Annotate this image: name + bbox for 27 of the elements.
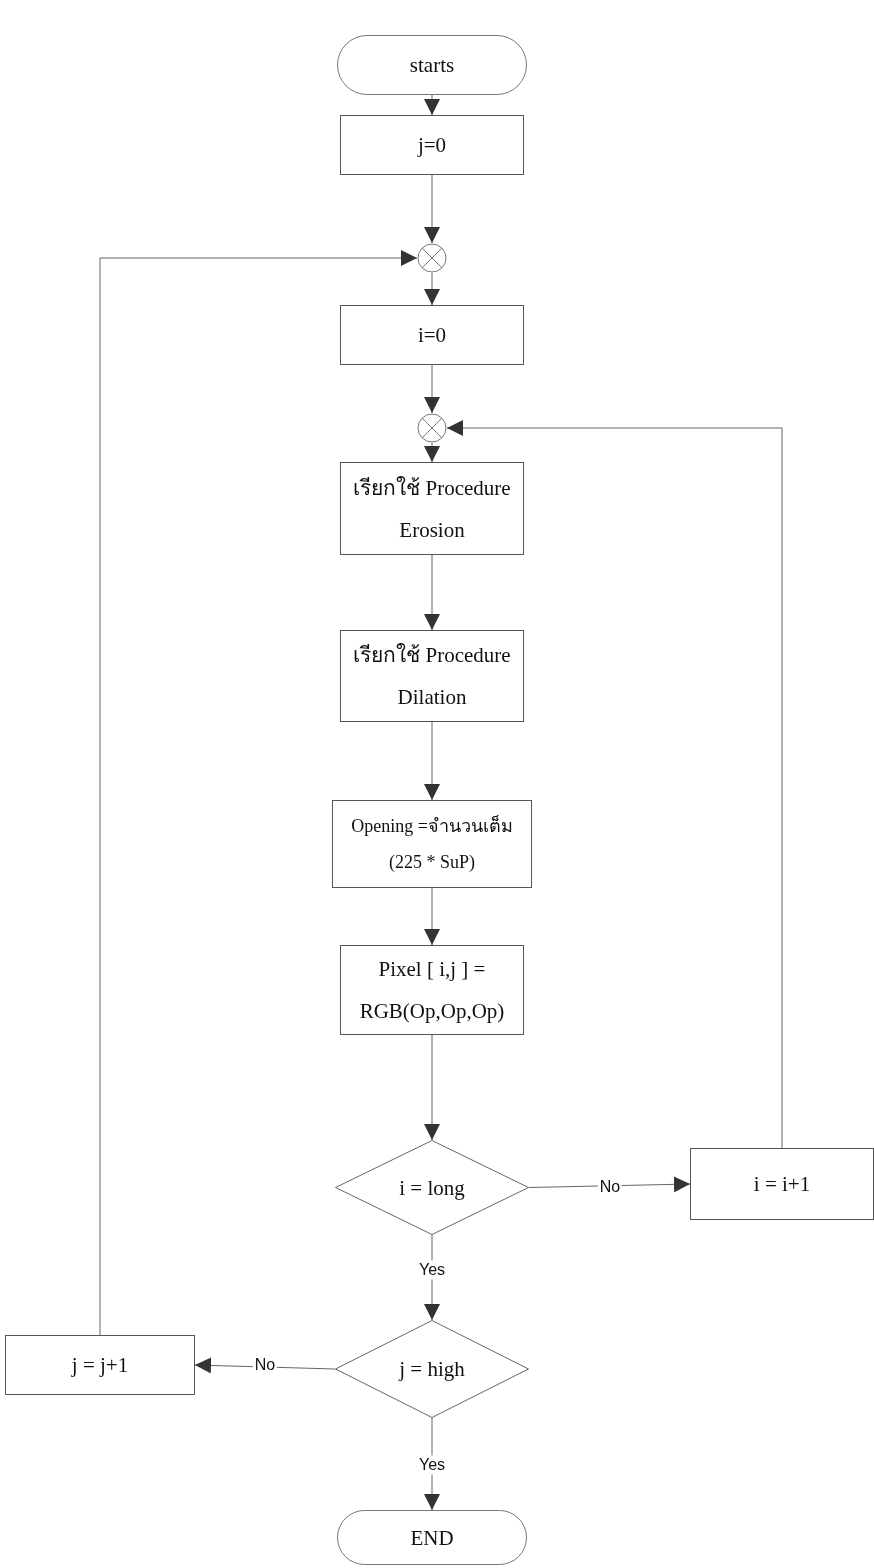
arrow — [424, 887, 440, 946]
arrow — [424, 442, 440, 463]
decision-diamond: j = high — [335, 1320, 529, 1418]
arrow — [424, 272, 440, 306]
arrow — [424, 94, 440, 116]
edge-label: Yes — [416, 1455, 448, 1475]
arrow — [446, 420, 783, 1149]
arrow — [424, 1034, 440, 1141]
arrow — [424, 721, 440, 801]
arrow — [424, 364, 440, 414]
process-box: Opening =จำนวนเต็ม (225 * SuP) — [332, 800, 532, 888]
process-box: j=0 — [340, 115, 524, 175]
decision-diamond: i = long — [335, 1140, 529, 1235]
connector-circle — [417, 413, 447, 443]
arrow — [99, 250, 418, 1336]
process-box: เรียกใช้ Procedure Erosion — [340, 462, 524, 555]
arrow — [424, 554, 440, 631]
process-box: i=0 — [340, 305, 524, 365]
process-box: i = i+1 — [690, 1148, 874, 1220]
arrow — [424, 174, 440, 244]
terminal-shape: END — [337, 1510, 527, 1565]
terminal-shape: starts — [337, 35, 527, 95]
process-box: j = j+1 — [5, 1335, 195, 1395]
connector-circle — [417, 243, 447, 273]
process-box: Pixel [ i,j ] = RGB(Op,Op,Op) — [340, 945, 524, 1035]
edge-label: Yes — [416, 1260, 448, 1280]
process-box: เรียกใช้ Procedure Dilation — [340, 630, 524, 722]
